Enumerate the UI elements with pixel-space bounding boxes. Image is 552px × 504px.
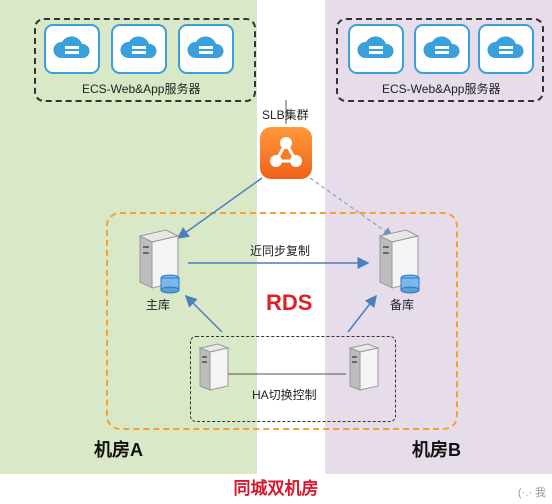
ha-server-icon — [194, 342, 234, 399]
ecs-server-icon — [44, 24, 100, 74]
rds-container — [106, 212, 458, 430]
rds-title: RDS — [266, 290, 313, 315]
ha-control-label: HA切换控制 — [252, 388, 317, 402]
master-db-label: 主库 — [146, 298, 171, 312]
watermark: (·.· 我 — [517, 487, 546, 499]
sync-replication-label: 近同步复制 — [250, 244, 311, 258]
ecs-group-right — [336, 18, 544, 102]
ecs-server-icon — [111, 24, 167, 74]
ha-control-group — [190, 336, 396, 422]
master-db-server-icon — [130, 228, 190, 301]
ecs-group-label-left: ECS-Web&App服务器 — [82, 82, 201, 96]
load-balancer-icon — [260, 127, 312, 179]
ha-server-icon — [344, 342, 384, 399]
diagram-caption: 同城双机房 — [233, 479, 319, 498]
backup-db-label: 备库 — [390, 298, 415, 312]
ecs-group-label-right: ECS-Web&App服务器 — [382, 82, 501, 96]
machine-room-b-zone — [325, 0, 552, 474]
slb-label: SLB集群 — [262, 108, 309, 122]
ecs-server-icon — [348, 24, 404, 74]
room-a-label: 机房A — [94, 440, 143, 460]
ecs-server-icon — [478, 24, 534, 74]
room-b-label: 机房B — [412, 440, 461, 460]
backup-db-server-icon — [370, 228, 430, 301]
machine-room-a-zone — [0, 0, 257, 474]
ecs-server-icon — [414, 24, 470, 74]
ecs-group-left — [34, 18, 256, 102]
ecs-server-icon — [178, 24, 234, 74]
